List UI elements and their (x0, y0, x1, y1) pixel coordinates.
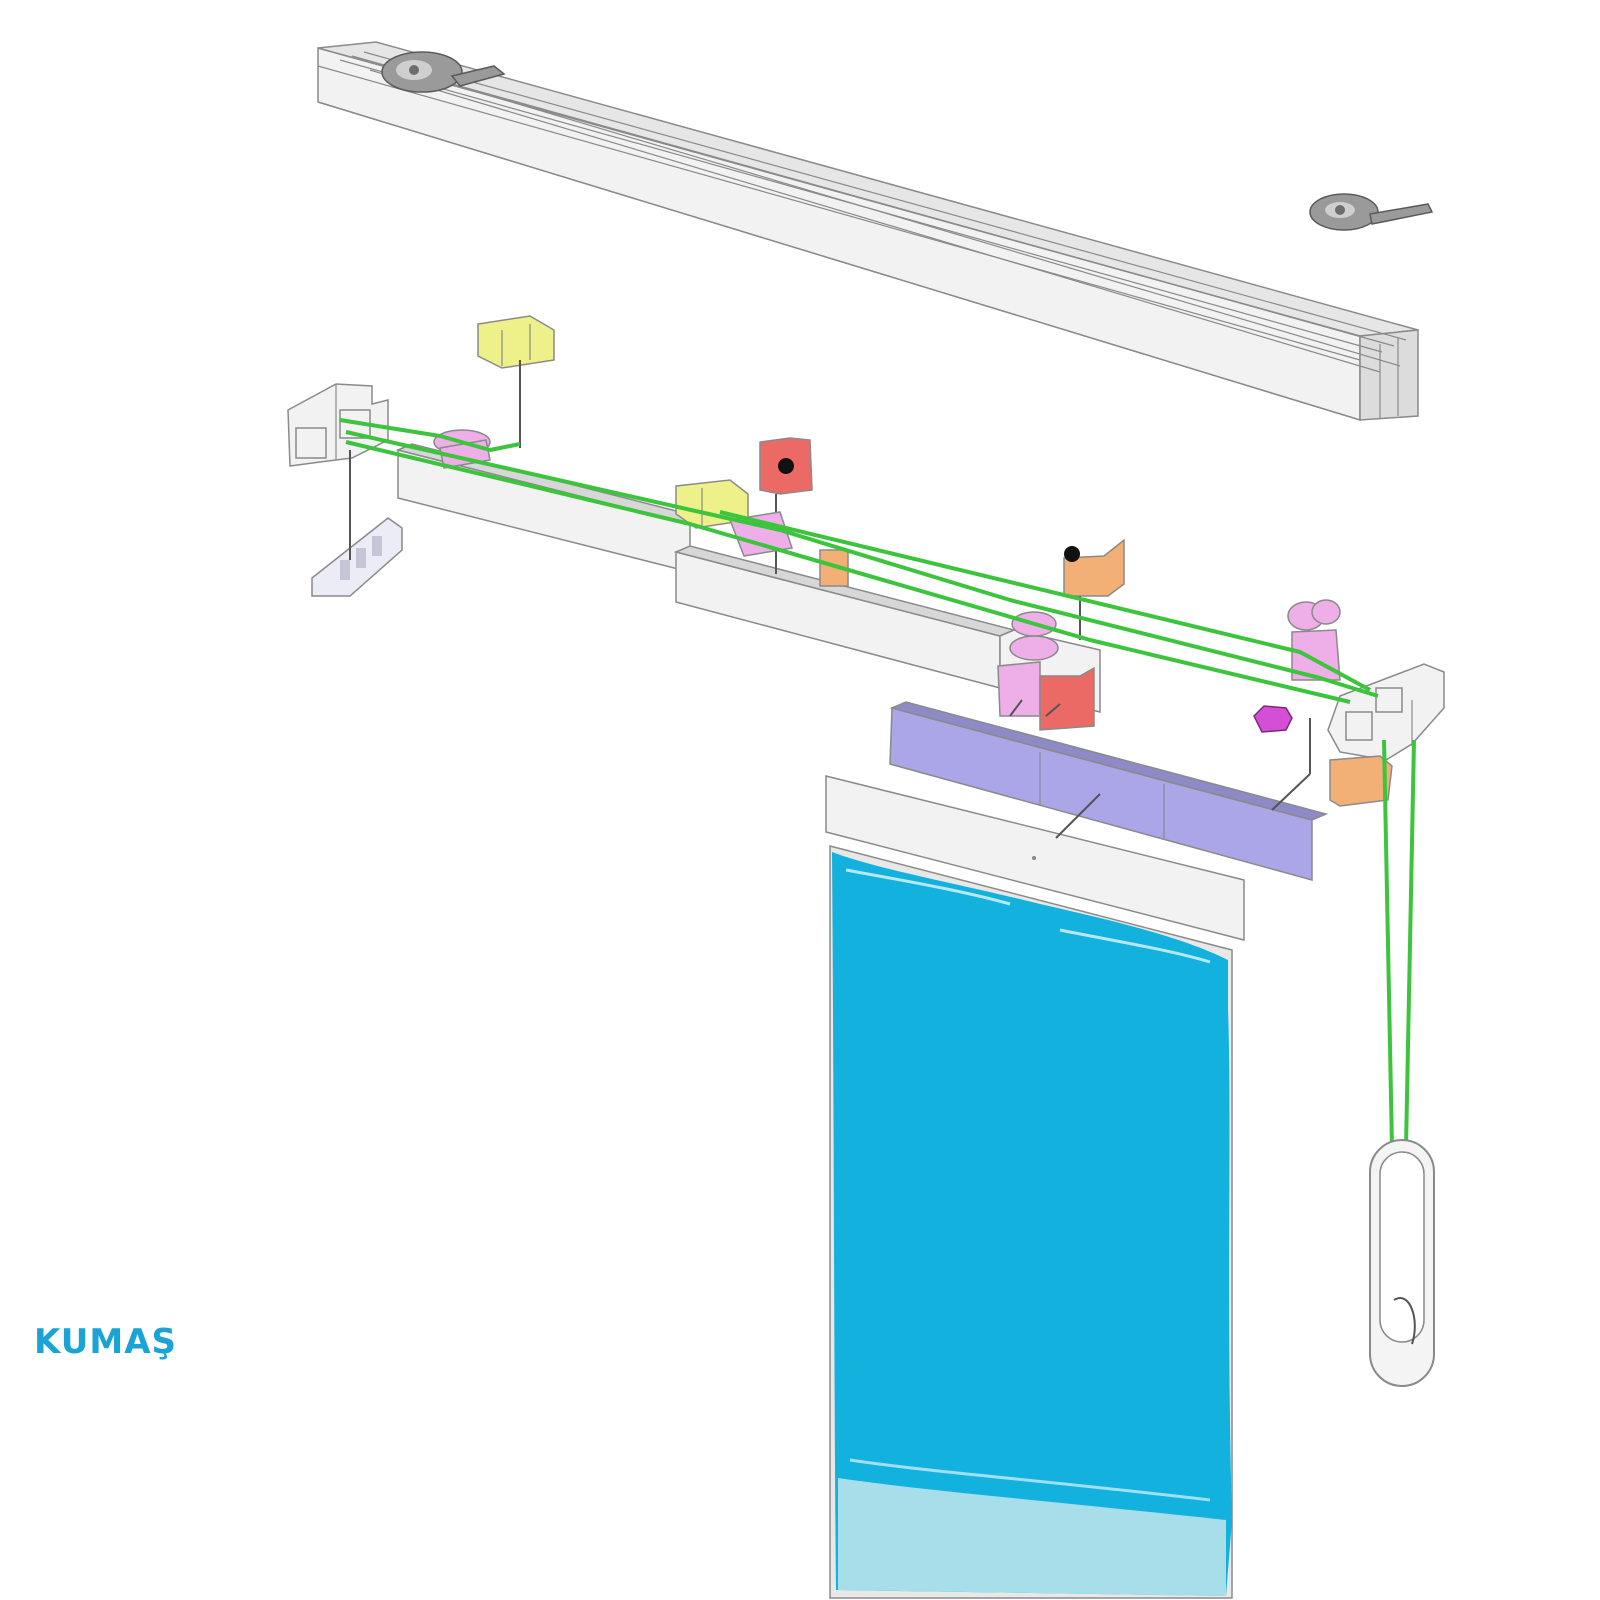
cord-lock-yellow-top (477, 315, 555, 369)
end-cap-right (1327, 663, 1445, 761)
stopper-orange-top (1063, 538, 1125, 597)
weight-bar (889, 701, 1329, 881)
fabric-cloth (832, 852, 1232, 1596)
bracket-clip (311, 517, 403, 597)
pull-cords (339, 418, 1416, 1149)
pulley-left (381, 51, 506, 93)
weight-orange-right (1329, 755, 1393, 807)
fabric-label: KUMAŞ (34, 1322, 177, 1362)
pulley-right (1309, 193, 1434, 231)
top-rail (317, 41, 1419, 422)
end-stop-magenta (1253, 705, 1293, 733)
weight-red-top (759, 437, 813, 495)
fabric-hem (838, 1478, 1226, 1596)
carrier-pair-end (997, 611, 1095, 731)
header-strip (825, 775, 1245, 941)
cord-weight (1369, 1139, 1435, 1387)
fabric-panel (829, 845, 1233, 1599)
